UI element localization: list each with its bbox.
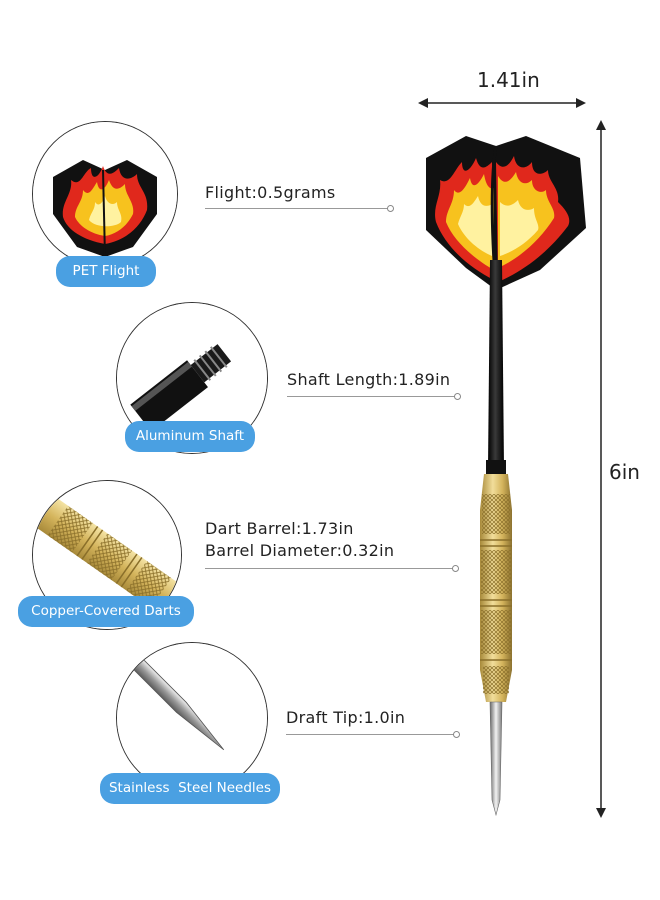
spec-tip-length: Draft Tip:1.0in [286,708,406,727]
badge-copper-covered-darts: Copper-Covered Darts [18,596,194,627]
spec-barrel-diameter: Barrel Diameter:0.32in [205,541,395,560]
spec-shaft-length: Shaft Length:1.89in [287,370,451,389]
leader-dot-tip [453,731,460,738]
length-dimension-label: 6in [609,460,640,484]
leader-line-tip [286,734,454,735]
leader-dot-flight [387,205,394,212]
spec-flight-weight: Flight:0.5grams [205,183,336,202]
leader-line-shaft [287,396,455,397]
badge-aluminum-shaft: Aluminum Shaft [125,421,255,452]
badge-pet-flight: PET Flight [56,256,156,287]
leader-dot-shaft [454,393,461,400]
needle-tip-icon [116,642,268,794]
badge-stainless-steel-needles: Stainless Steel Needles [100,773,280,804]
leader-line-barrel [205,568,453,569]
leader-line-flight [205,208,388,209]
width-dimension-label: 1.41in [477,68,540,92]
spec-barrel-length: Dart Barrel:1.73in [205,519,354,538]
leader-dot-barrel [452,565,459,572]
dart-illustration [426,136,586,817]
flight-closeup-icon [32,121,178,267]
